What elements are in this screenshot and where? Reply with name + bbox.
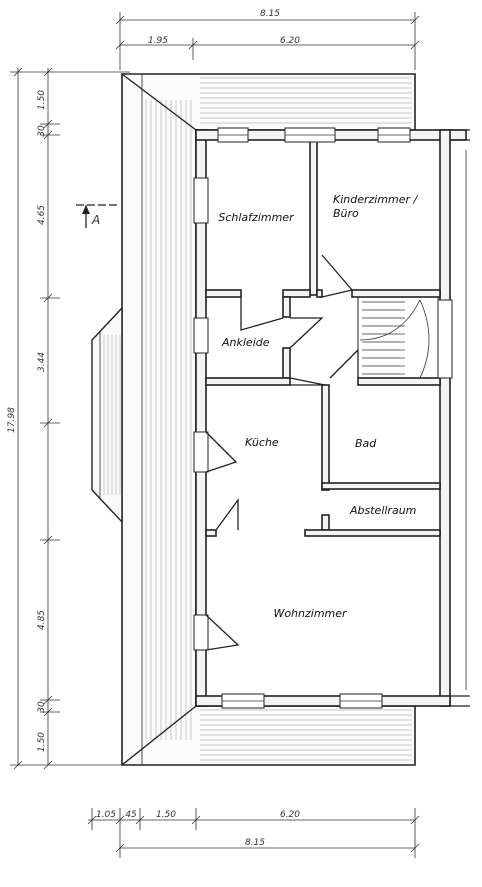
label-abstellraum: Abstellraum	[349, 504, 416, 517]
dim-bottom-seg-3: 1.50	[156, 810, 176, 820]
label-schlafzimmer: Schlafzimmer	[218, 211, 295, 224]
dormer	[91, 306, 123, 524]
dim-left-seg-5: 4.85	[37, 610, 47, 630]
left-dimension-chain: 17.98 1.50 30 4.65 3.44 4.85 30 1.50	[7, 67, 130, 770]
label-kinderzimmer-line1: Kinderzimmer /	[333, 193, 419, 206]
label-kueche: Küche	[245, 436, 279, 449]
door-swings	[205, 254, 359, 651]
room-labels: Schlafzimmer Kinderzimmer / Büro Ankleid…	[218, 193, 418, 620]
dim-top-left: 1.95	[148, 36, 168, 46]
dim-bottom-total: 8.15	[245, 838, 265, 848]
dim-left-seg-6: 30	[37, 701, 47, 713]
dim-bottom-seg-4: 6.20	[280, 810, 300, 820]
section-marker: A	[76, 204, 118, 228]
dim-left-seg-4: 3.44	[37, 352, 47, 372]
dim-left-total: 17.98	[7, 407, 17, 433]
bottom-dimension-chain: 1.05 45 1.50 6.20 8.15	[87, 808, 420, 858]
label-kinderzimmer-line2: Büro	[333, 207, 359, 220]
dim-left-seg-2: 30	[37, 125, 47, 137]
dim-top-total: 8.15	[260, 9, 280, 19]
dim-bottom-seg-2: 45	[125, 810, 137, 820]
dim-left-seg-1: 1.50	[37, 90, 47, 110]
windows	[193, 127, 453, 709]
label-ankleide: Ankleide	[221, 336, 270, 349]
interior-walls	[205, 139, 441, 537]
top-dimension-chain: 8.15 1.95 6.20	[115, 9, 420, 70]
section-marker-label: A	[91, 213, 100, 227]
label-wohnzimmer: Wohnzimmer	[273, 607, 348, 620]
staircase	[357, 296, 439, 379]
dim-left-seg-3: 4.65	[37, 205, 47, 225]
dim-bottom-seg-1: 1.05	[96, 810, 116, 820]
roof-area	[121, 73, 416, 766]
label-bad: Bad	[355, 437, 377, 450]
dim-left-seg-7: 1.50	[37, 732, 47, 752]
dim-top-right: 6.20	[280, 36, 300, 46]
